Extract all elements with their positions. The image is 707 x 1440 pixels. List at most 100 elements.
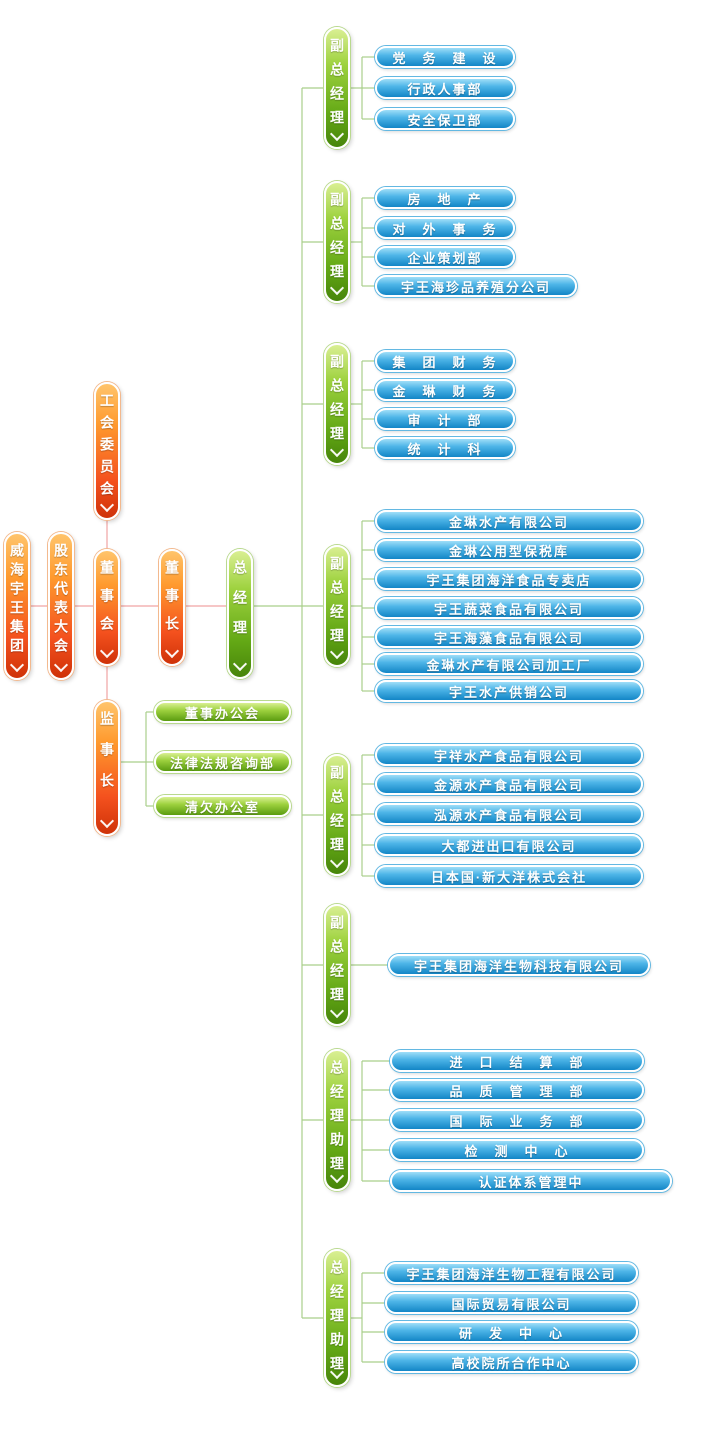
group-6-child-2-label: 国 际 业 务 部 (449, 1113, 585, 1129)
group-2-child-3-label: 统 计 科 (407, 441, 483, 457)
group-3-child-4-label: 宇王海藻食品有限公司 (433, 630, 584, 646)
group-7-child-3-label: 高校院所合作中心 (451, 1355, 572, 1371)
group-4-child-2-label: 泓源水产食品有限公司 (433, 807, 584, 823)
node-chairman: 董事长 (159, 549, 185, 666)
chevron-down-icon (99, 813, 115, 829)
group-1-child-2-label: 企业策划部 (407, 250, 483, 266)
group-4-child-3-label: 大都进出口有限公司 (441, 838, 577, 854)
chevron-down-icon (99, 643, 115, 659)
group-3-child-1: 金琳公用型保税库 (375, 539, 643, 561)
chevron-down-icon (164, 643, 180, 659)
group-3-manager: 副总经理 (324, 545, 350, 667)
group-2-manager-label: 副总经理 (329, 354, 345, 450)
group-3-child-5: 金琳水产有限公司加工厂 (375, 653, 643, 675)
office-pill-0: 董事办公会 (154, 701, 291, 723)
group-4-child-0-label: 宇祥水产食品有限公司 (433, 748, 584, 764)
node-root: 威海宇王集团 (4, 532, 30, 680)
group-6-child-2: 国 际 业 务 部 (390, 1109, 644, 1131)
group-7-child-1: 国际贸易有限公司 (385, 1292, 638, 1314)
group-2-manager: 副总经理 (324, 343, 350, 465)
node-chairman-label: 董事长 (164, 560, 180, 644)
office-pill-1: 法律法规咨询部 (154, 751, 291, 773)
group-2-child-2: 审 计 部 (375, 408, 515, 430)
office-pill-2-label: 清欠办公室 (184, 799, 260, 815)
group-3-child-1-label: 金琳公用型保税库 (448, 543, 569, 559)
group-1-child-3: 宇王海珍品养殖分公司 (375, 275, 577, 297)
group-3-child-6: 宇王水产供销公司 (375, 680, 643, 702)
group-1-child-0-label: 房 地 产 (407, 191, 483, 207)
group-5-child-0-label: 宇王集团海洋生物科技有限公司 (413, 958, 624, 974)
group-5-child-0: 宇王集团海洋生物科技有限公司 (388, 954, 650, 976)
group-5-manager: 副总经理 (324, 904, 350, 1026)
group-6-child-1: 品 质 管 理 部 (390, 1079, 644, 1101)
group-0-manager-label: 副总经理 (329, 38, 345, 134)
group-0-child-0: 党 务 建 设 (375, 46, 515, 68)
group-3-child-3: 宇王蔬菜食品有限公司 (375, 597, 643, 619)
group-1-child-2: 企业策划部 (375, 246, 515, 268)
group-3-child-3-label: 宇王蔬菜食品有限公司 (433, 601, 584, 617)
group-1-manager-label: 副总经理 (329, 192, 345, 288)
node-gm-label: 总经理 (232, 560, 248, 650)
group-1-child-0: 房 地 产 (375, 187, 515, 209)
group-7-child-3: 高校院所合作中心 (385, 1351, 638, 1373)
group-7-child-0-label: 宇王集团海洋生物工程有限公司 (406, 1266, 617, 1282)
group-4-child-3: 大都进出口有限公司 (375, 834, 643, 856)
office-pill-1-label: 法律法规咨询部 (169, 755, 275, 771)
group-7-manager-label: 总经理助理 (329, 1260, 345, 1380)
group-4-manager-label: 副总经理 (329, 765, 345, 861)
group-3-child-0: 金琳水产有限公司 (375, 510, 643, 532)
group-4-child-0: 宇祥水产食品有限公司 (375, 744, 643, 766)
office-pill-2: 清欠办公室 (154, 795, 291, 817)
group-7-child-2: 研 发 中 心 (385, 1321, 638, 1343)
chevron-down-icon (53, 657, 69, 673)
group-4-child-1: 金源水产食品有限公司 (375, 773, 643, 795)
group-1-manager: 副总经理 (324, 181, 350, 303)
group-2-child-0: 集 团 财 务 (375, 350, 515, 372)
node-gm: 总经理 (227, 549, 253, 679)
group-6-manager-label: 总经理助理 (329, 1060, 345, 1180)
group-7-child-1-label: 国际贸易有限公司 (451, 1296, 572, 1312)
group-2-child-3: 统 计 科 (375, 437, 515, 459)
group-6-child-3: 检 测 中 心 (390, 1139, 644, 1161)
group-2-child-1-label: 金 琳 财 务 (392, 383, 498, 399)
group-4-child-4-label: 日本国·新大洋株式会社 (430, 869, 588, 885)
group-4-child-1-label: 金源水产食品有限公司 (433, 777, 584, 793)
group-6-child-3-label: 检 测 中 心 (464, 1143, 570, 1159)
node-board: 董事会 (94, 549, 120, 666)
group-6-child-1-label: 品 质 管 理 部 (449, 1083, 585, 1099)
group-7-child-2-label: 研 发 中 心 (458, 1325, 564, 1341)
group-3-child-5-label: 金琳水产有限公司加工厂 (426, 657, 592, 673)
group-0-child-1-label: 行政人事部 (407, 81, 483, 97)
group-6-child-0: 进 口 结 算 部 (390, 1050, 644, 1072)
group-0-child-1: 行政人事部 (375, 77, 515, 99)
chevron-down-icon (9, 657, 25, 673)
group-3-child-6-label: 宇王水产供销公司 (448, 684, 569, 700)
node-union: 工会委员会 (94, 382, 120, 520)
group-6-child-4: 认证体系管理中 (390, 1170, 672, 1192)
chevron-down-icon (232, 656, 248, 672)
group-6-child-0-label: 进 口 结 算 部 (449, 1054, 585, 1070)
node-shareholders-label: 股东代表大会 (53, 543, 69, 657)
node-root-label: 威海宇王集团 (9, 543, 25, 657)
group-0-manager: 副总经理 (324, 27, 350, 149)
group-3-child-4: 宇王海藻食品有限公司 (375, 626, 643, 648)
group-7-child-0: 宇王集团海洋生物工程有限公司 (385, 1262, 638, 1284)
group-3-child-2: 宇王集团海洋食品专卖店 (375, 568, 643, 590)
group-7-manager: 总经理助理 (324, 1249, 350, 1387)
group-2-child-2-label: 审 计 部 (407, 412, 483, 428)
group-4-child-2: 泓源水产食品有限公司 (375, 803, 643, 825)
group-1-child-1-label: 对 外 事 务 (392, 221, 498, 237)
group-0-child-0-label: 党 务 建 设 (392, 50, 498, 66)
office-pill-0-label: 董事办公会 (184, 705, 260, 721)
group-4-manager: 副总经理 (324, 754, 350, 876)
group-1-child-1: 对 外 事 务 (375, 217, 515, 239)
node-supervisor-label: 监事长 (99, 711, 115, 804)
group-5-manager-label: 副总经理 (329, 915, 345, 1011)
group-4-child-4: 日本国·新大洋株式会社 (375, 865, 643, 887)
group-3-manager-label: 副总经理 (329, 556, 345, 652)
node-shareholders: 股东代表大会 (48, 532, 74, 680)
node-union-label: 工会委员会 (99, 393, 115, 503)
group-2-child-0-label: 集 团 财 务 (392, 354, 498, 370)
